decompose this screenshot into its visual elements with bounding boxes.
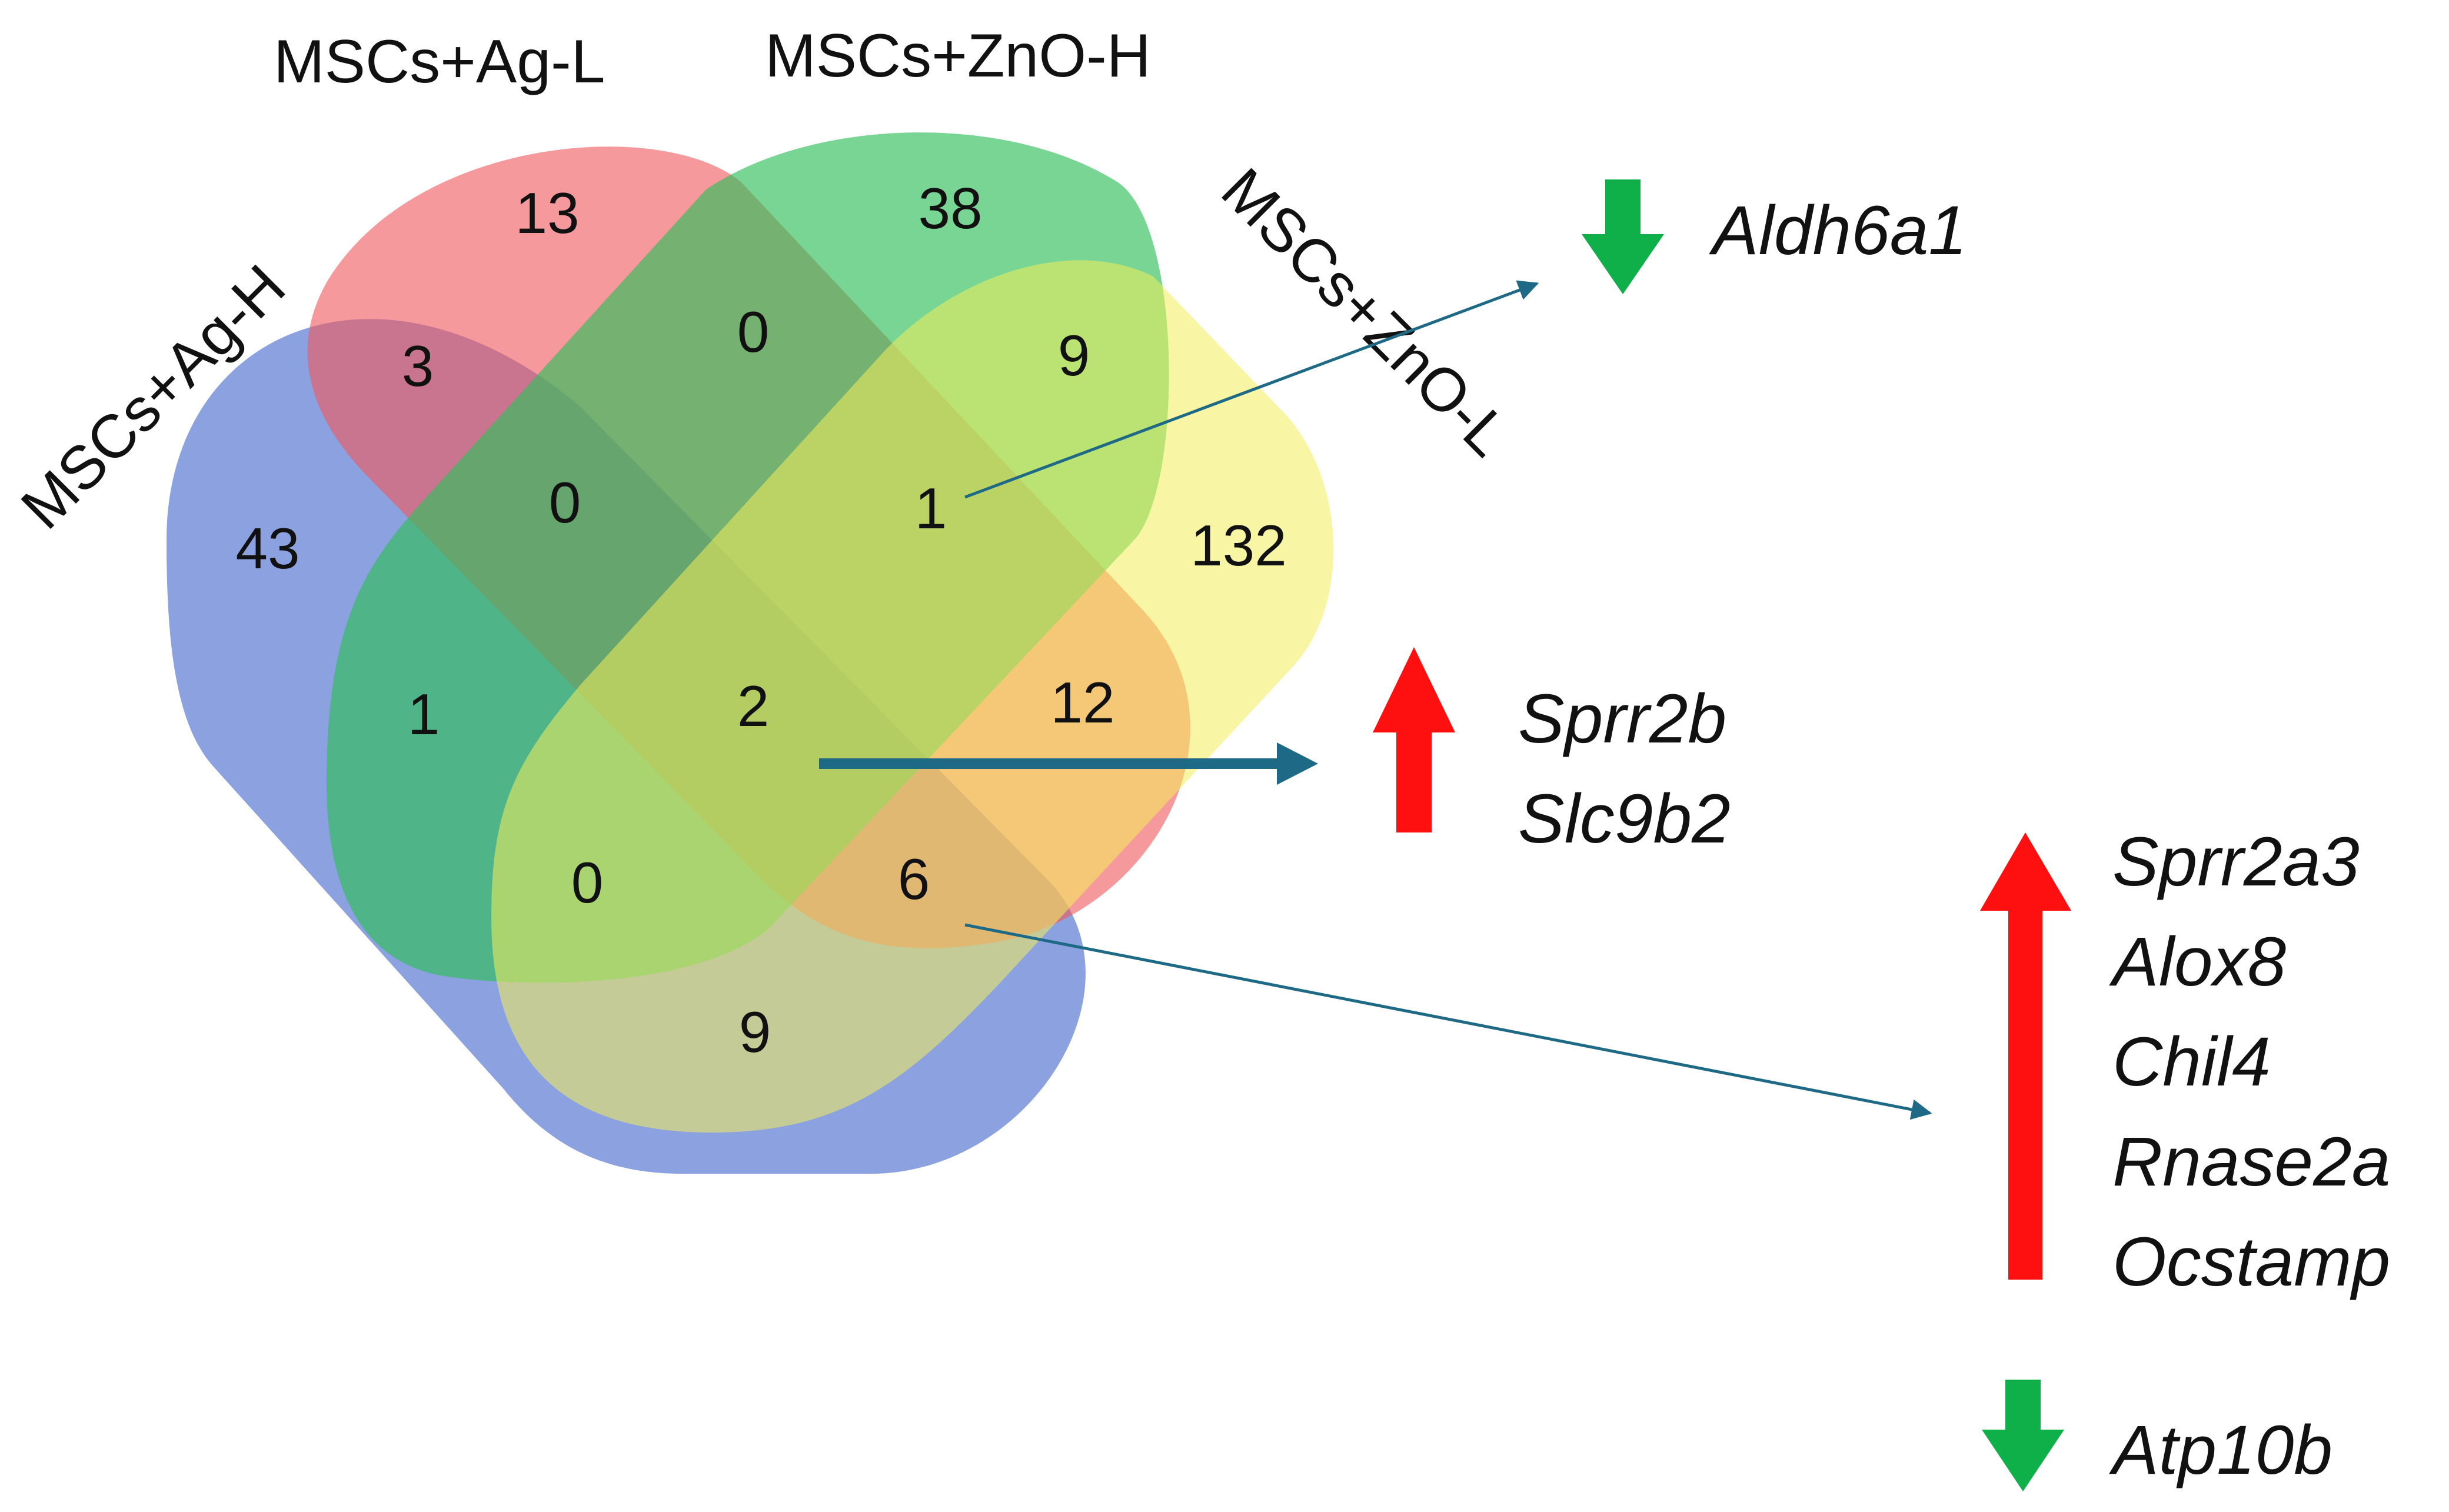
gene-label: Ocstamp: [2112, 1223, 2390, 1301]
up-arrow-icon: [1980, 832, 2071, 1280]
set-label-ag-l: MSCs+Ag-L: [274, 28, 605, 96]
region-count: 6: [898, 847, 930, 911]
region-count: 9: [739, 1000, 771, 1064]
gene-label: Alox8: [2109, 923, 2286, 1001]
set-ellipse-zno-l: [491, 260, 1334, 1133]
up-arrow-icon: [1373, 647, 1455, 832]
connector-arrow: [964, 280, 1539, 499]
region-count: 13: [515, 181, 579, 245]
region-count: 2: [737, 674, 770, 738]
region-count: 9: [1058, 323, 1090, 388]
gene-labels: Aldh6a1 Sprr2b Slc9b2 Sprr2a3 Alox8 Chil…: [1518, 192, 2390, 1489]
gene-label: Aldh6a1: [1709, 192, 1967, 269]
region-count: 132: [1190, 513, 1287, 578]
region-count: 38: [918, 176, 982, 241]
gene-label: Chil4: [2112, 1023, 2271, 1101]
gene-label: Slc9b2: [1518, 780, 1731, 858]
region-count: 43: [235, 516, 300, 581]
region-count: 1: [915, 476, 947, 541]
region-counts: 43 13 38 132 3 0 9 0 1 1 2 12 0 6 9: [235, 176, 1286, 1064]
connectors: [819, 280, 1932, 1120]
venn-sets: [167, 132, 1334, 1174]
region-count: 1: [408, 682, 440, 747]
gene-label: Sprr2b: [1518, 680, 1726, 758]
gene-label: Rnase2a: [2112, 1123, 2390, 1201]
regulation-arrows: [1373, 179, 2071, 1491]
gene-label: Atp10b: [2109, 1411, 2332, 1489]
region-count: 12: [1050, 670, 1114, 735]
region-count: 0: [549, 470, 581, 535]
down-arrow-icon: [1982, 1380, 2064, 1491]
region-count: 3: [402, 334, 434, 398]
region-count: 0: [571, 850, 604, 915]
connector-arrow: [964, 923, 1932, 1120]
set-label-zno-h: MSCs+ZnO-H: [765, 22, 1151, 90]
region-count: 0: [737, 299, 770, 364]
down-arrow-icon: [1582, 179, 1664, 294]
connector-arrow: [819, 742, 1318, 785]
gene-label: Sprr2a3: [2112, 823, 2360, 901]
